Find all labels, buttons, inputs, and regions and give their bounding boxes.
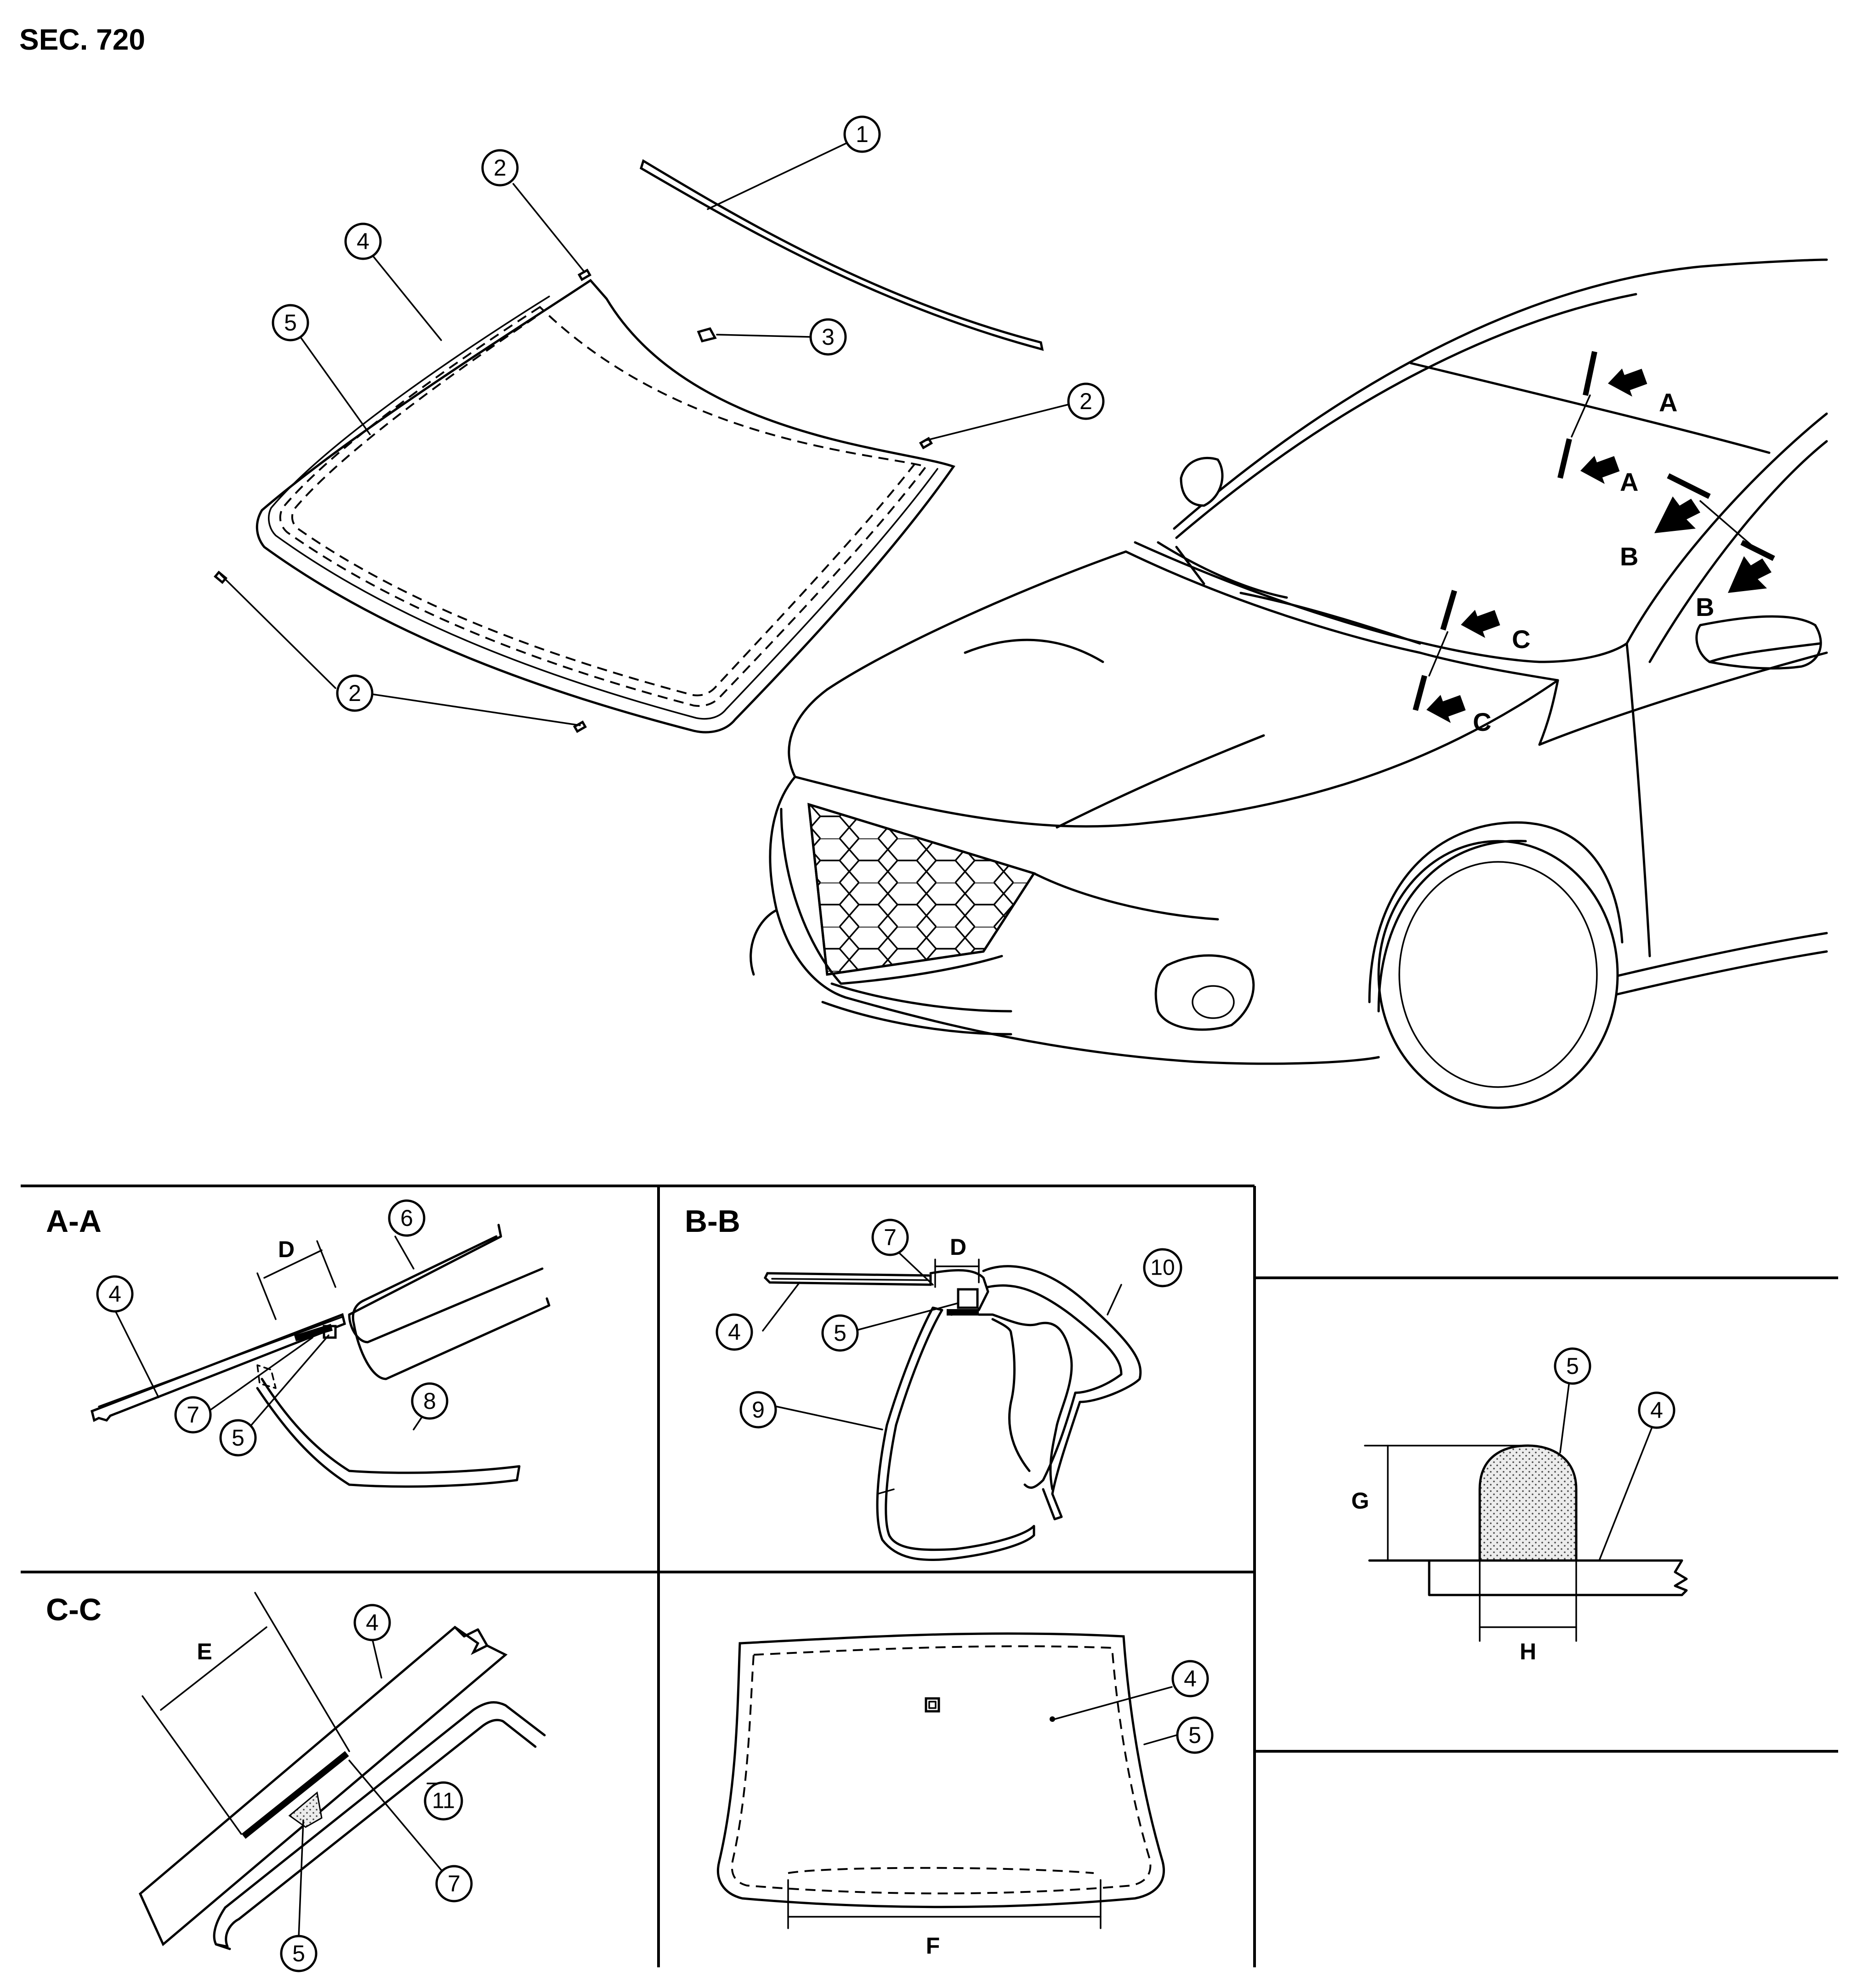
aa-callout-4: 4 [96, 1275, 134, 1313]
cc-callout-11: 11 [424, 1781, 463, 1821]
svg-text:5: 5 [292, 1941, 305, 1966]
svg-text:4: 4 [357, 228, 369, 254]
svg-text:2: 2 [494, 155, 506, 181]
aa-callout-7: 7 [174, 1396, 212, 1434]
svg-text:3: 3 [822, 324, 835, 350]
svg-text:B: B [1696, 592, 1714, 621]
section-b-b: B-B D 4 7 5 9 10 [685, 1204, 1182, 1561]
svg-text:C: C [1473, 707, 1491, 736]
svg-text:1: 1 [856, 121, 869, 147]
svg-text:C: C [1512, 625, 1530, 654]
section-a-a: A-A D 4 6 7 5 8 [46, 1199, 551, 1488]
svg-text:5: 5 [1188, 1722, 1201, 1748]
view-marker-b: B B [1620, 473, 1775, 621]
svg-text:E: E [197, 1639, 212, 1664]
svg-text:5: 5 [284, 310, 297, 336]
callout-2-right: 2 [1067, 382, 1105, 420]
bb-callout-4: 4 [716, 1313, 753, 1351]
bb-callout-9: 9 [739, 1391, 777, 1429]
svg-text:D: D [950, 1234, 966, 1260]
windshield-glass [256, 279, 955, 734]
cc-callout-7: 7 [435, 1865, 473, 1903]
spacer-clip-bottom [573, 720, 587, 733]
svg-text:7: 7 [884, 1225, 897, 1250]
svg-text:2: 2 [348, 680, 361, 706]
svg-text:4: 4 [1650, 1397, 1663, 1423]
aa-callout-5: 5 [219, 1419, 257, 1457]
callout-1: 1 [843, 115, 881, 153]
svg-text:9: 9 [752, 1397, 765, 1423]
svg-text:G: G [1352, 1488, 1369, 1514]
section-a-a-title: A-A [46, 1204, 102, 1239]
bb-callout-5: 5 [821, 1314, 859, 1352]
svg-text:7: 7 [448, 1871, 460, 1897]
svg-text:5: 5 [834, 1320, 846, 1346]
section-title: SEC. 720 [19, 23, 145, 56]
urethane-bead-outline-inner [291, 316, 915, 696]
fv-callout-4: 4 [1171, 1660, 1209, 1697]
bp-callout-5: 5 [1554, 1347, 1591, 1385]
svg-text:F: F [926, 1933, 940, 1959]
bb-callout-7: 7 [871, 1219, 909, 1256]
svg-text:H: H [1520, 1639, 1536, 1664]
windshield-inner-edge [268, 296, 938, 720]
svg-text:8: 8 [423, 1388, 436, 1414]
fastener-part3 [697, 327, 717, 342]
svg-text:10: 10 [1150, 1256, 1175, 1280]
spacer-clip-right [919, 437, 933, 450]
bead-profile-detail: G H 5 4 [1352, 1347, 1688, 1664]
bp-callout-4: 4 [1638, 1391, 1675, 1429]
svg-text:7: 7 [187, 1402, 199, 1428]
callout-5: 5 [272, 304, 309, 342]
svg-text:D: D [278, 1236, 295, 1262]
cc-callout-4: 4 [353, 1604, 391, 1641]
svg-text:11: 11 [432, 1789, 455, 1813]
section-c-c: C-C E 4 11 7 5 [46, 1592, 546, 1972]
aa-callout-6: 6 [388, 1199, 426, 1237]
windshield-front-view: F 4 5 [716, 1632, 1214, 1959]
spacer-clip-top [577, 268, 592, 281]
svg-text:A: A [1659, 388, 1677, 417]
svg-text:5: 5 [1566, 1353, 1579, 1379]
section-c-c-title: C-C [46, 1592, 102, 1627]
svg-text:A: A [1620, 467, 1638, 496]
urethane-bead-outline [279, 306, 928, 707]
callout-2-bottom: 2 [336, 674, 374, 712]
top-molding [640, 159, 1044, 351]
section-b-b-title: B-B [685, 1204, 740, 1239]
aa-callout-8: 8 [411, 1382, 449, 1420]
svg-text:6: 6 [400, 1205, 413, 1231]
svg-text:2: 2 [1079, 388, 1092, 414]
exploded-windshield-parts: 1 2 3 2 2 4 5 [213, 115, 1105, 734]
svg-text:4: 4 [108, 1281, 121, 1307]
bb-callout-10: 10 [1143, 1248, 1182, 1287]
svg-text:4: 4 [1184, 1666, 1197, 1692]
view-marker-a: A A [1557, 351, 1677, 496]
svg-text:4: 4 [366, 1610, 379, 1635]
detail-panels-grid [21, 1185, 1838, 1967]
callout-3: 3 [809, 318, 847, 356]
vehicle-illustration: A A B B C C [750, 258, 1828, 1109]
svg-text:B: B [1620, 542, 1638, 571]
svg-text:4: 4 [728, 1319, 741, 1345]
cc-callout-5: 5 [280, 1935, 318, 1972]
callout-4: 4 [344, 222, 382, 260]
view-marker-c: C C [1413, 590, 1530, 736]
svg-text:5: 5 [232, 1425, 244, 1451]
callout-2-top: 2 [481, 149, 519, 187]
fv-callout-5: 5 [1176, 1716, 1214, 1754]
